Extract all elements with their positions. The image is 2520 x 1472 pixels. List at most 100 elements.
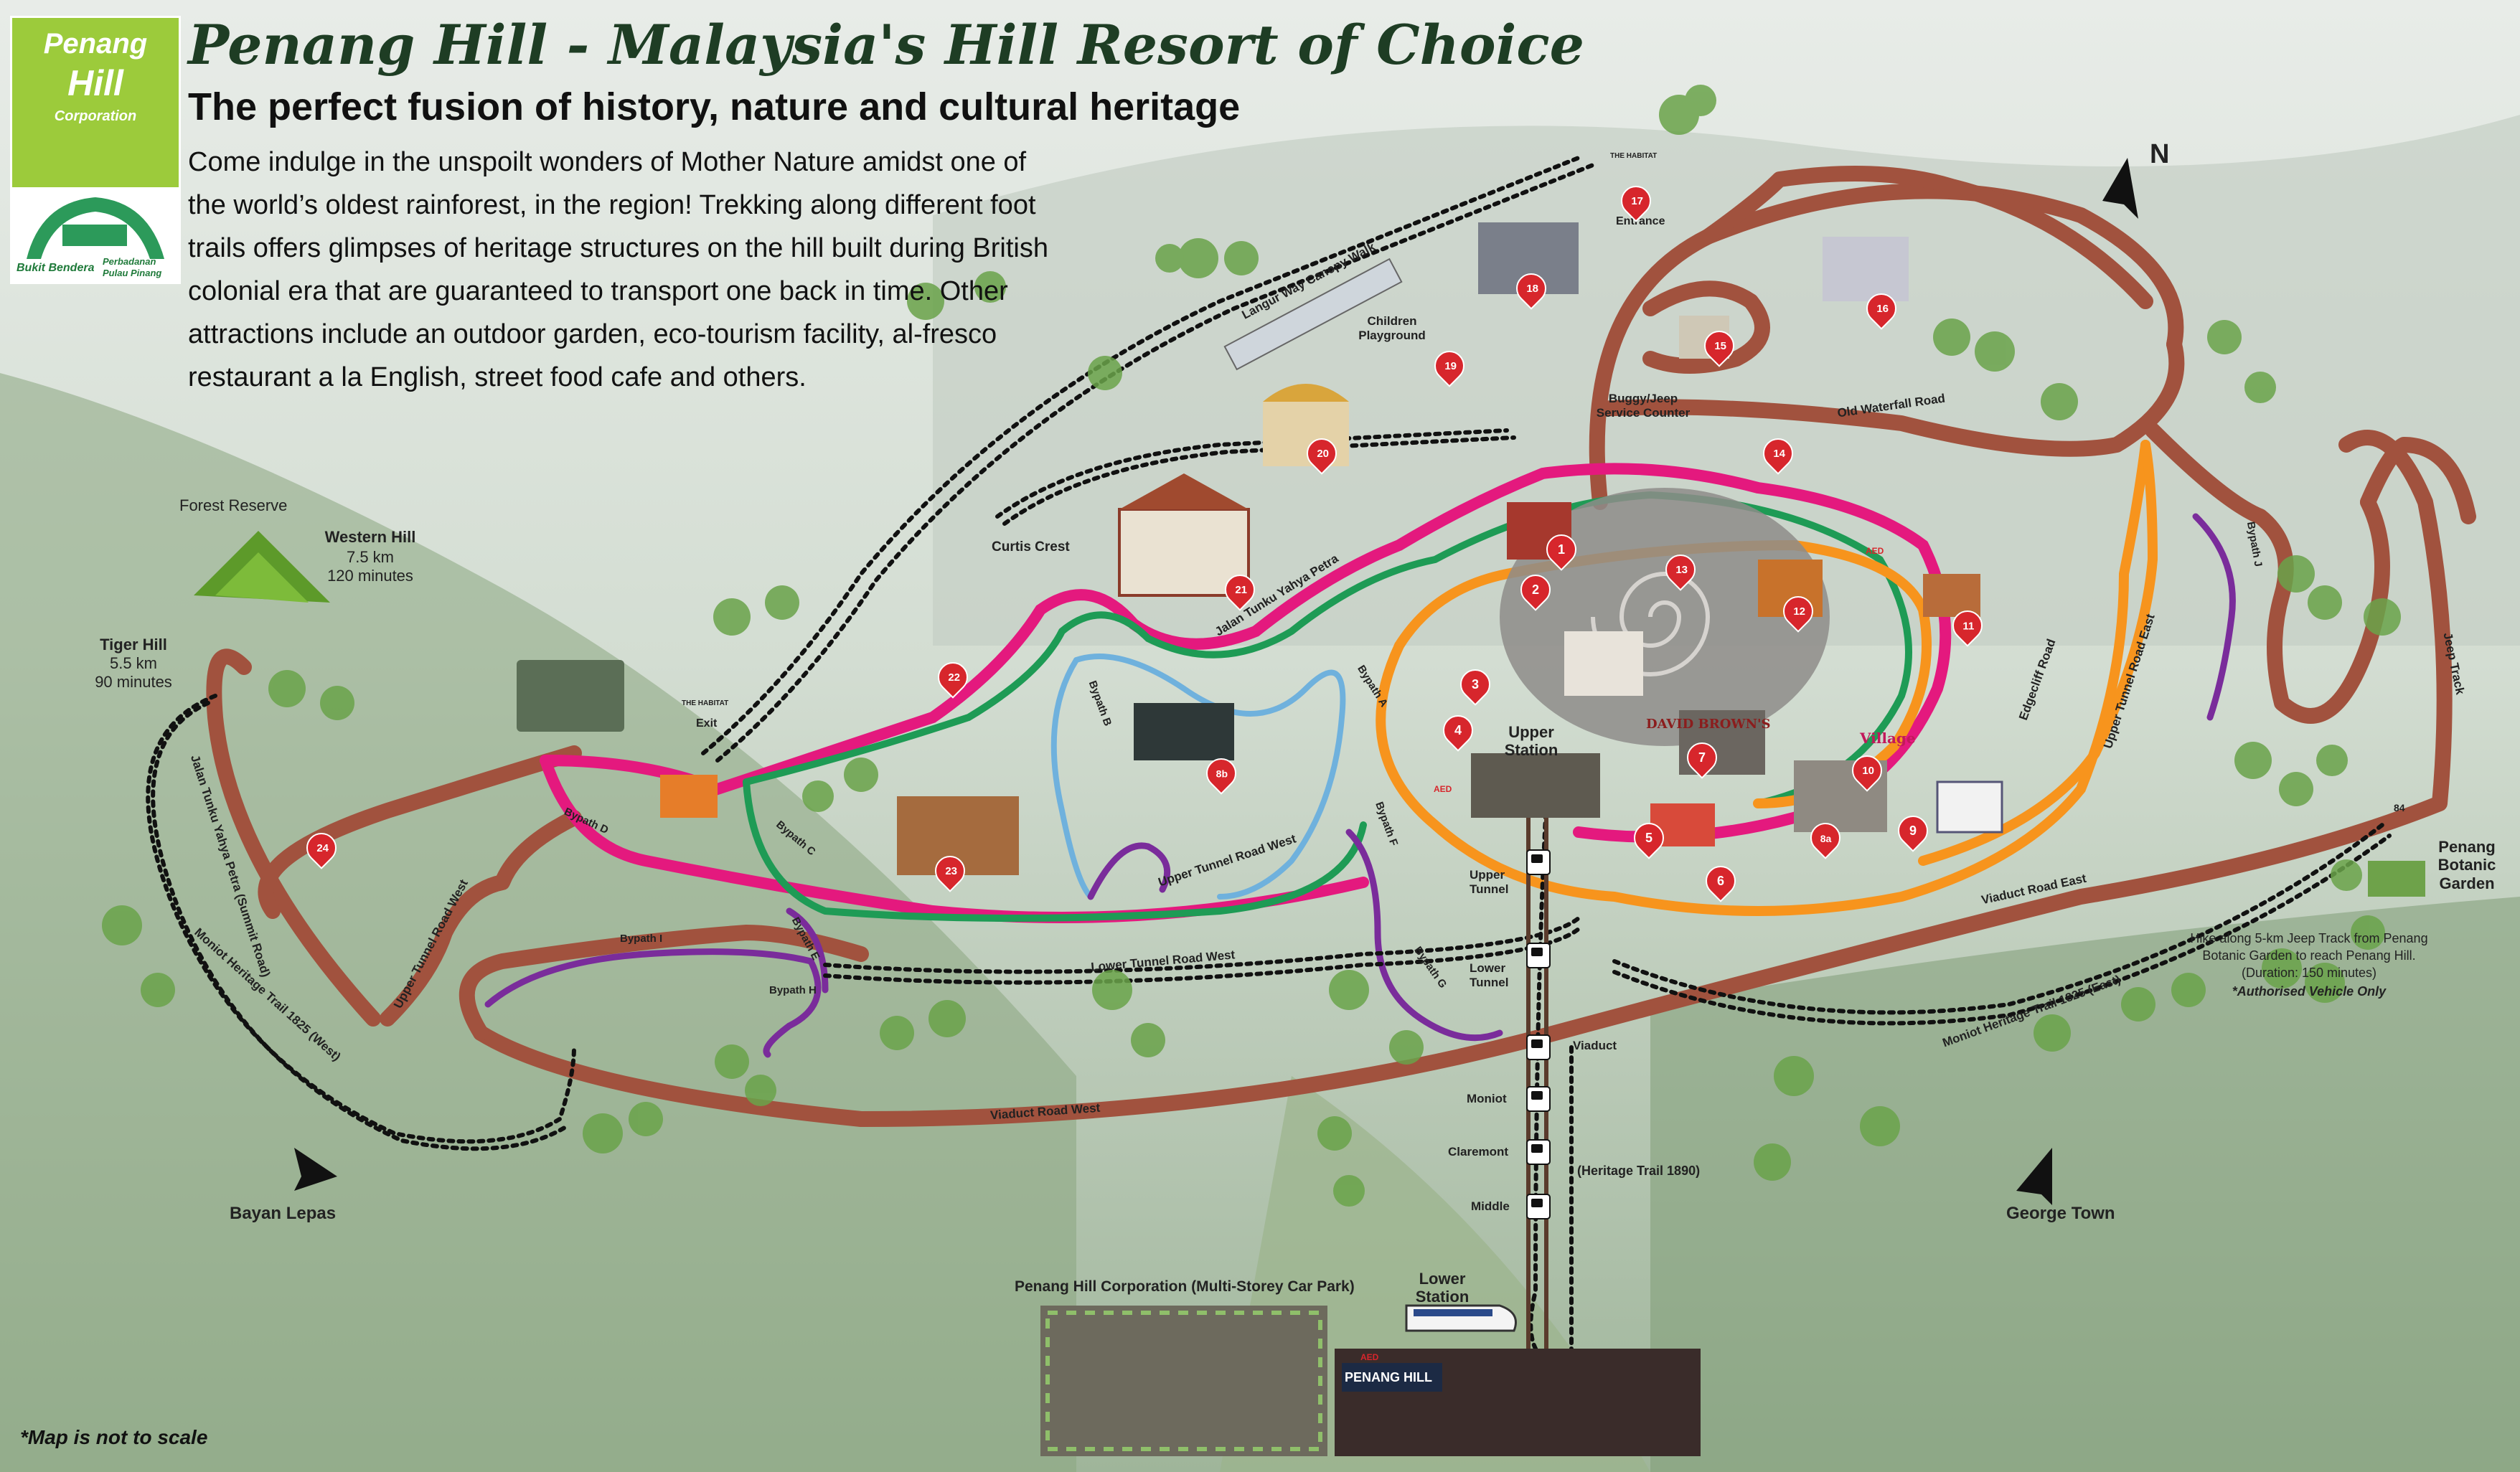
road-habitat (1700, 166, 2153, 309)
logo-perbadanan: Perbadanan (103, 256, 156, 267)
trail-curtis-crest-2 (1002, 435, 1516, 526)
path-bypath-h (763, 958, 822, 1058)
north-arrow (2102, 158, 2138, 219)
intro-line: trails offers glimpses of heritage struc… (188, 233, 1048, 263)
trail-moniot-east (1612, 823, 2384, 1015)
bypath-h-label: Bypath H (769, 984, 817, 996)
road-east-bend (2360, 437, 2476, 524)
road-upper-tunnel-west (380, 810, 582, 1027)
train-stop-moniot-icon (1526, 1086, 1551, 1112)
path-green-upper (743, 491, 1912, 807)
train-stop-viaduct-icon (1526, 1034, 1551, 1060)
lower-station-label: Lower Station (1415, 1270, 1470, 1306)
path-bypath-upper-tunnel (1087, 842, 1171, 900)
trail-curtis-crest (995, 428, 1509, 519)
stop-middle-label: Middle (1471, 1199, 1510, 1213)
bayan-lepas-arrow (294, 1148, 337, 1191)
path-bypath-j (2192, 513, 2236, 721)
entrance-label: Entrance (1616, 215, 1665, 227)
logo-bukit-bendera: Bukit Bendera (17, 262, 95, 274)
path-blue-ring (1073, 654, 1346, 900)
logo-hill: Hill (67, 63, 123, 103)
train-stop-lower-tunnel-icon (1526, 943, 1551, 968)
botanic-note-4: *Authorised Vehicle Only (2232, 984, 2387, 999)
road-viaduct-west (473, 1025, 1536, 1127)
stop-viaduct-label: Viaduct (1573, 1039, 1617, 1052)
bayan-lepas-label: Bayan Lepas (230, 1204, 337, 1223)
village-sign: Village (1860, 730, 1916, 747)
stop-claremont-label: Claremont (1448, 1145, 1509, 1159)
page-title: Penang Hill - Malaysia's Hill Resort of … (188, 13, 1585, 77)
car-park-label: Penang Hill Corporation (Multi-Storey Ca… (1015, 1278, 1355, 1295)
car-park-building (1040, 1306, 1327, 1456)
road-summit (258, 745, 582, 919)
aed-upper-label: AED (1434, 784, 1452, 794)
train-stop-claremont-icon (1526, 1139, 1551, 1165)
logo-corporation: Corporation (54, 108, 137, 124)
trail-langur-way (701, 156, 1581, 755)
penang-hill-sign: PENANG HILL (1345, 1370, 1433, 1384)
aed-east-label: AED (1866, 546, 1884, 556)
exit-label: Exit (696, 717, 718, 730)
logo-pulau-pinang: Pulau Pinang (103, 268, 162, 278)
trail-moniot-west-2 (151, 701, 569, 1151)
penang-hill-corporation-logo: Penang Hill Corporation Bukit Bendera Pe… (10, 16, 181, 284)
path-blue-b (1050, 657, 1094, 900)
stop-lower-tunnel-label: Lower Tunnel (1470, 961, 1509, 989)
george-town-label: George Town (2006, 1204, 2115, 1223)
forest-left (0, 373, 1076, 1472)
heritage-trail-label: (Heritage Trail 1890) (1577, 1164, 1701, 1178)
tiger-hill-label: Tiger Hill (100, 636, 167, 654)
trees (102, 85, 2401, 1207)
road-north-loop (1589, 183, 2184, 510)
habitat-exit-sign: THE HABITAT (682, 699, 729, 707)
david-browns-sign: DAVID BROWN'S (1646, 717, 1771, 732)
trail-langur-way-2 (715, 163, 1595, 763)
path-orange-upper-tunnel-east (1918, 440, 2158, 866)
trail-moniot-west (146, 694, 576, 1144)
forest-right (1650, 897, 2520, 1472)
road-15-loop (1642, 280, 1770, 374)
intro-line: Come indulge in the unspoilt wonders of … (188, 147, 1027, 177)
upper-station-label: Upper Station (1504, 723, 1558, 760)
botanic-note-3: (Duration: 150 minutes) (2241, 966, 2377, 980)
bypath-i-label: Bypath I (620, 933, 663, 945)
trail-lower-tunnel-2 (823, 927, 1581, 985)
intro-paragraph: Come indulge in the unspoilt wonders of … (188, 141, 1178, 399)
intro-line: restaurant a la English, street food caf… (188, 362, 807, 392)
logo-train-icon (27, 197, 164, 259)
western-hill-distance: 7.5 km (346, 548, 395, 566)
tiger-hill-distance: 5.5 km (109, 654, 158, 672)
trail-lower-tunnel (823, 916, 1581, 974)
penang-botanic-garden-label: Penang Botanic Garden (2437, 838, 2496, 892)
buggy-counter-label: Buggy/Jeep Service Counter (1596, 392, 1691, 420)
stop-moniot-label: Moniot (1467, 1092, 1507, 1105)
western-hill-label: Western Hill (324, 528, 416, 546)
logo-funicular-graphic: Bukit Bendera Perbadanan Pulau Pinang (12, 187, 179, 282)
road-jalan-tunku-yahya (540, 463, 1952, 843)
path-orange-ring-inner (1394, 539, 1932, 808)
tiger-hill-time: 90 minutes (95, 673, 172, 691)
children-playground-label: Children Playground (1358, 314, 1426, 342)
path-bypath-i (484, 948, 814, 1008)
north-label: N (2150, 139, 2170, 169)
aed-lower-label: AED (1360, 1352, 1379, 1362)
train-stop-middle-icon (1526, 1194, 1551, 1219)
road-old-waterfall (1592, 336, 2185, 457)
path-green-lower (743, 778, 1367, 922)
botanic-note-1: Hike along 5-km Jeep Track from Penang (2190, 931, 2428, 945)
funicular-track (1526, 795, 1548, 1356)
botanic-note-2: Botanic Garden to reach Penang Hill. (2202, 948, 2416, 963)
intro-line: the world’s oldest rainforest, in the re… (188, 190, 1036, 220)
george-town-arrow (2016, 1148, 2052, 1205)
logo-penang: Penang (43, 28, 148, 60)
plaza-spiral (1591, 572, 1711, 676)
map-footnote: *Map is not to scale (20, 1426, 208, 1448)
trail-moniot-east-2 (1612, 834, 2392, 1026)
path-orange-ring (1376, 440, 2150, 916)
western-hill-time: 120 minutes (327, 567, 413, 585)
road-viaduct-east (1520, 430, 2453, 1048)
langur-way-sign (1223, 258, 1403, 371)
